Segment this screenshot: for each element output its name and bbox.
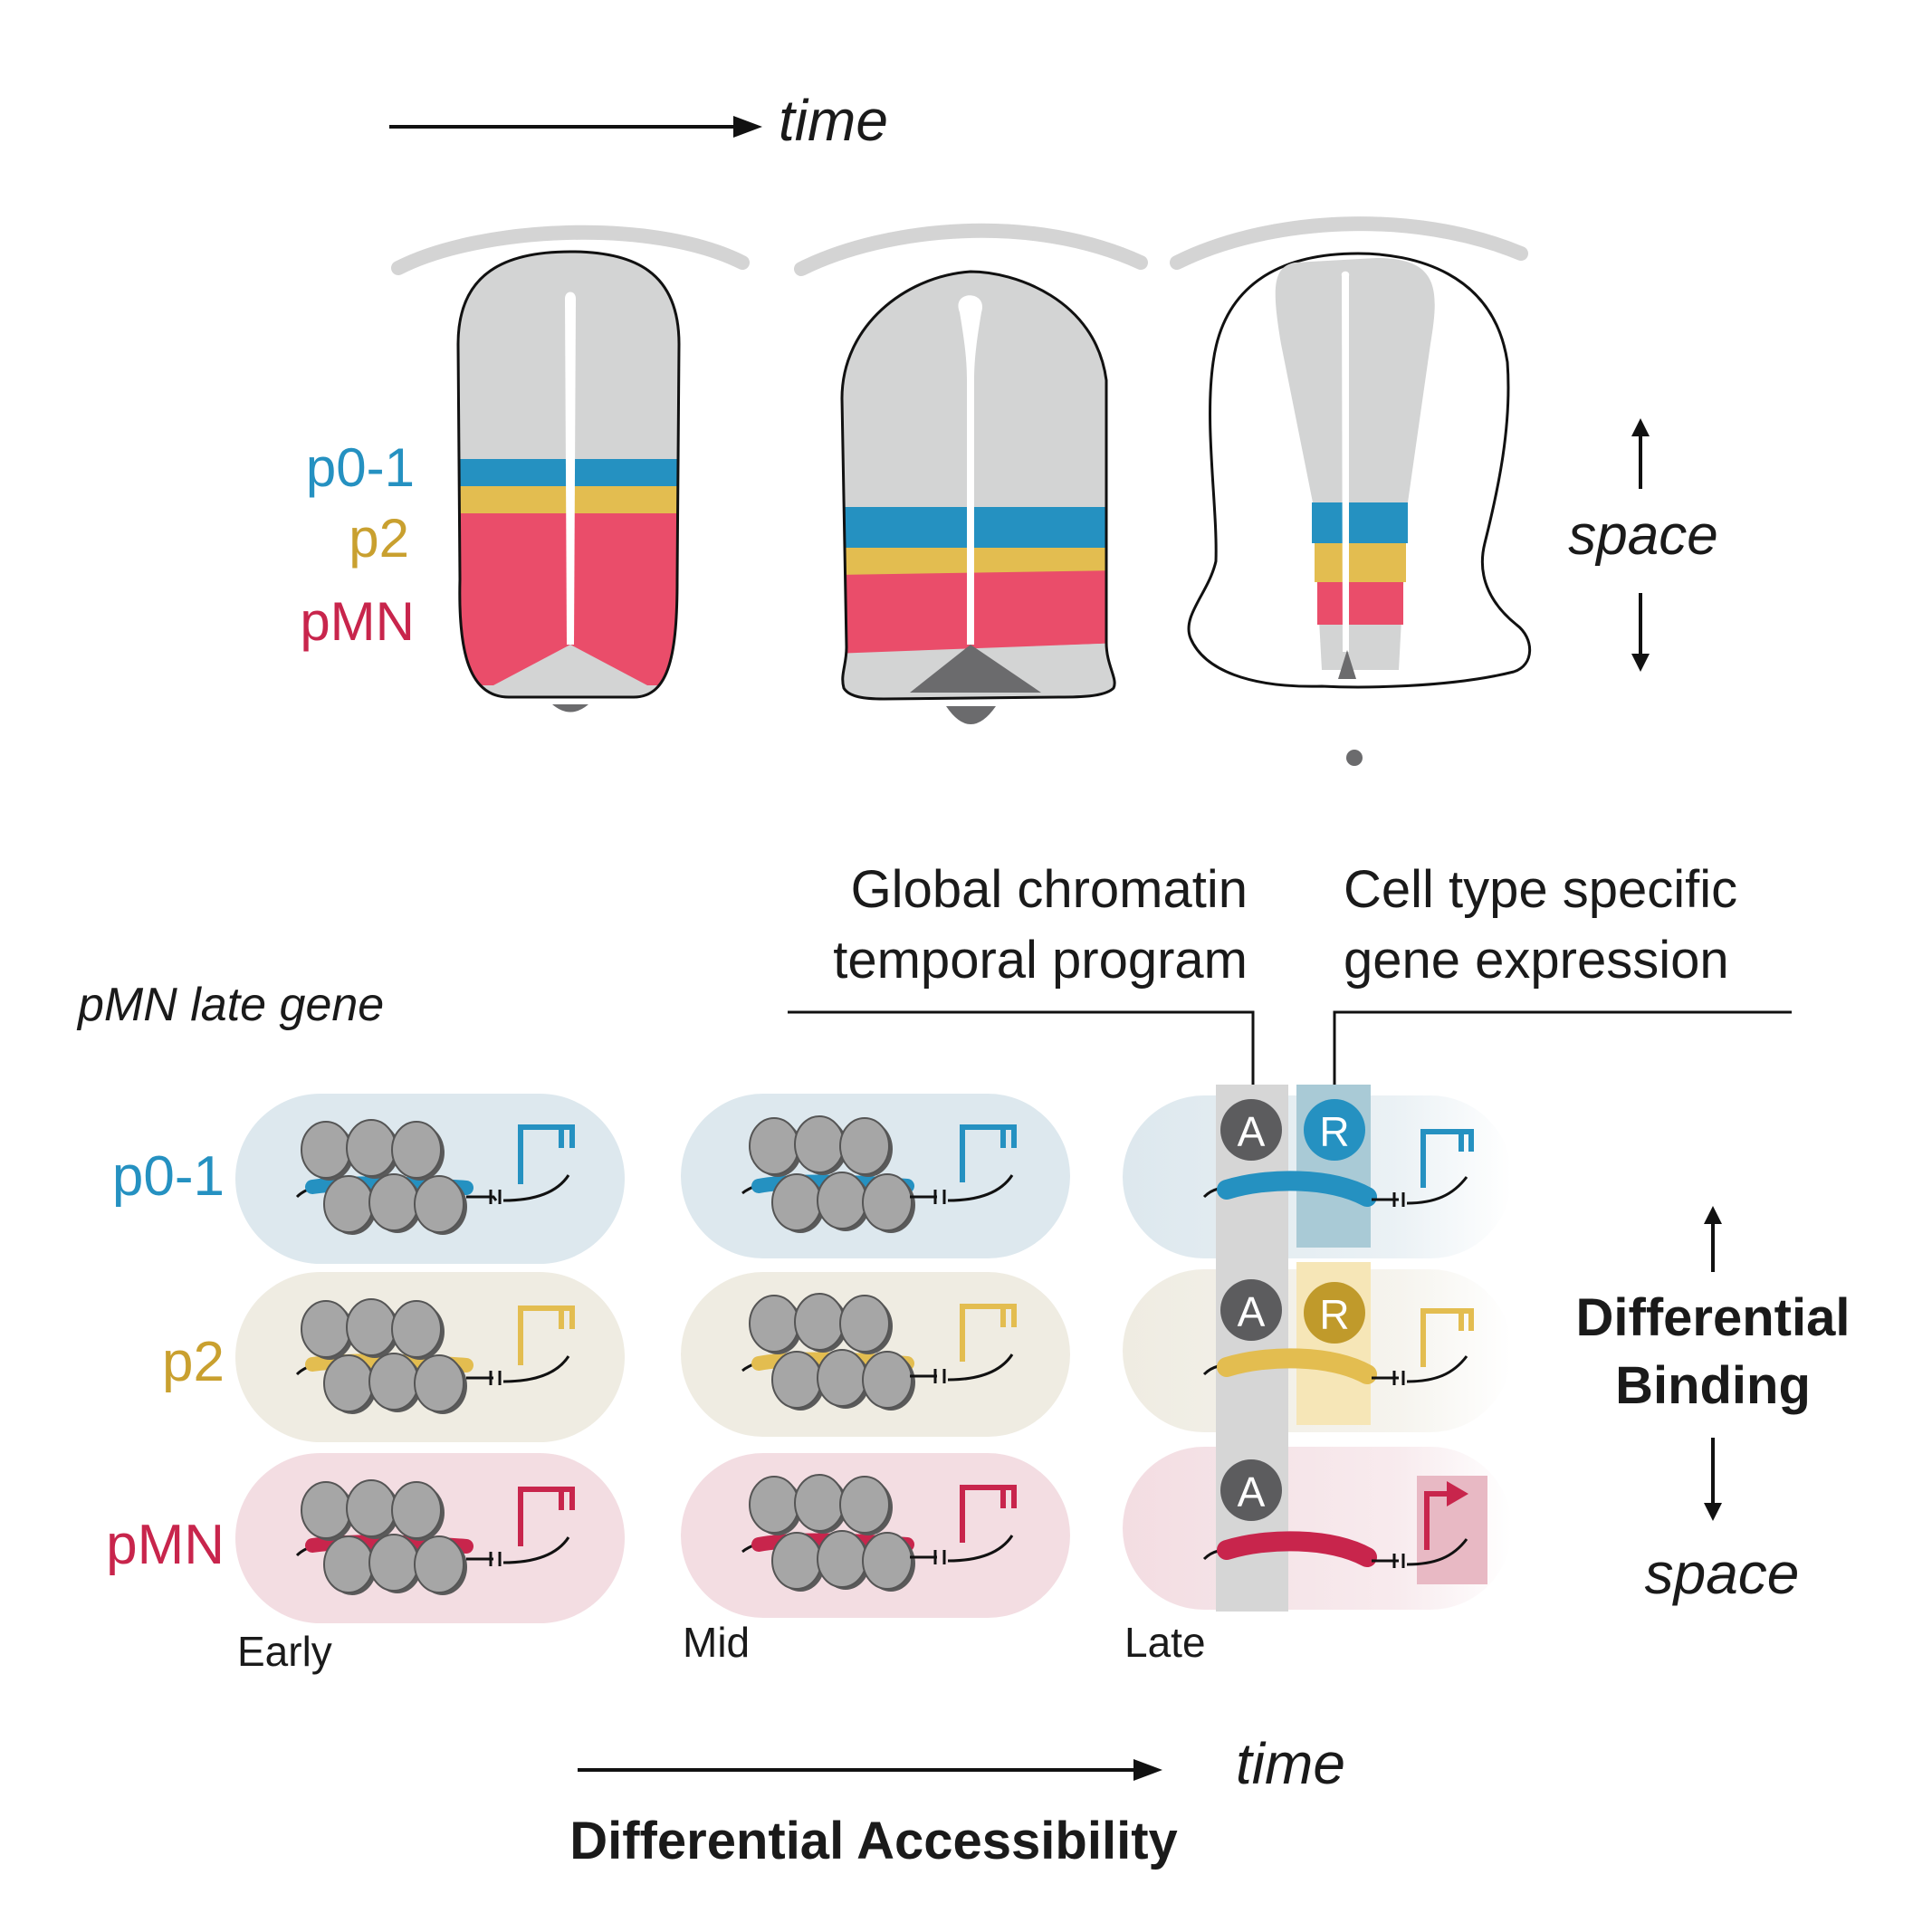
row-label-p0-1: p0-1 bbox=[112, 1145, 225, 1208]
cell-pmn-mid bbox=[681, 1453, 1070, 1618]
differential-binding-line1: Differential bbox=[1576, 1288, 1851, 1347]
row-label-p2: p2 bbox=[162, 1331, 225, 1393]
differential-binding-line2: Binding bbox=[1615, 1356, 1811, 1415]
cell-p0-1-mid bbox=[681, 1094, 1070, 1258]
top-space-arrow-up bbox=[1631, 418, 1650, 489]
late-p2-dna bbox=[1202, 1308, 1474, 1385]
global-chromatin-label-line1: Global chromatin bbox=[851, 860, 1248, 919]
differential-accessibility-label: Differential Accessibility bbox=[569, 1812, 1178, 1870]
top-space-arrow-down bbox=[1631, 593, 1650, 672]
top-label-pmn: pMN bbox=[300, 591, 415, 652]
top-label-p2: p2 bbox=[349, 508, 409, 569]
binding-arrow-up bbox=[1704, 1206, 1722, 1272]
cell-p2-early bbox=[235, 1272, 625, 1442]
spinal-cord-section-late bbox=[1170, 216, 1532, 766]
top-label-p0-1: p0-1 bbox=[306, 437, 415, 498]
late-pmn-dna bbox=[1202, 1476, 1487, 1584]
global-chromatin-label-line2: temporal program bbox=[833, 931, 1248, 990]
spinal-cord-section-mid bbox=[794, 223, 1148, 724]
top-space-label: space bbox=[1568, 504, 1717, 567]
repressor-label-p0-1: R bbox=[1319, 1108, 1349, 1155]
repressor-circle-p2 bbox=[1304, 1282, 1365, 1344]
cell-p2-mid bbox=[681, 1272, 1070, 1437]
activator-circle-p0-1 bbox=[1220, 1099, 1282, 1161]
gene-title: pMN late gene bbox=[76, 979, 384, 1031]
stage-label-mid: Mid bbox=[683, 1619, 750, 1666]
activator-circle-p2 bbox=[1220, 1279, 1282, 1341]
activator-label-p0-1: A bbox=[1238, 1108, 1266, 1155]
top-time-label: time bbox=[779, 88, 888, 153]
repressor-circle-p0-1 bbox=[1304, 1099, 1365, 1161]
stage-label-early: Early bbox=[237, 1628, 332, 1675]
activator-circle-pmn bbox=[1220, 1459, 1282, 1521]
cell-pmn-early bbox=[235, 1453, 625, 1623]
bottom-space-label: space bbox=[1645, 1541, 1800, 1606]
bottom-time-label: time bbox=[1236, 1731, 1345, 1796]
row-label-pmn: pMN bbox=[106, 1514, 225, 1576]
activator-label-pmn: A bbox=[1238, 1468, 1266, 1516]
late-p0-1-dna bbox=[1202, 1129, 1474, 1207]
top-time-arrow bbox=[389, 116, 762, 138]
binding-arrow-down bbox=[1704, 1438, 1722, 1521]
bottom-time-arrow bbox=[578, 1759, 1162, 1781]
cell-type-bracket bbox=[1333, 1010, 1792, 1085]
activator-label-p2: A bbox=[1238, 1288, 1266, 1335]
spinal-cord-section-early bbox=[391, 225, 750, 713]
repressor-label-p2: R bbox=[1319, 1291, 1349, 1338]
stage-label-late: Late bbox=[1124, 1619, 1206, 1666]
global-chromatin-bracket bbox=[788, 1010, 1255, 1085]
cell-type-label-line2: gene expression bbox=[1344, 931, 1729, 990]
cell-type-label-line1: Cell type specific bbox=[1344, 860, 1737, 919]
cell-p0-1-early bbox=[235, 1094, 625, 1264]
